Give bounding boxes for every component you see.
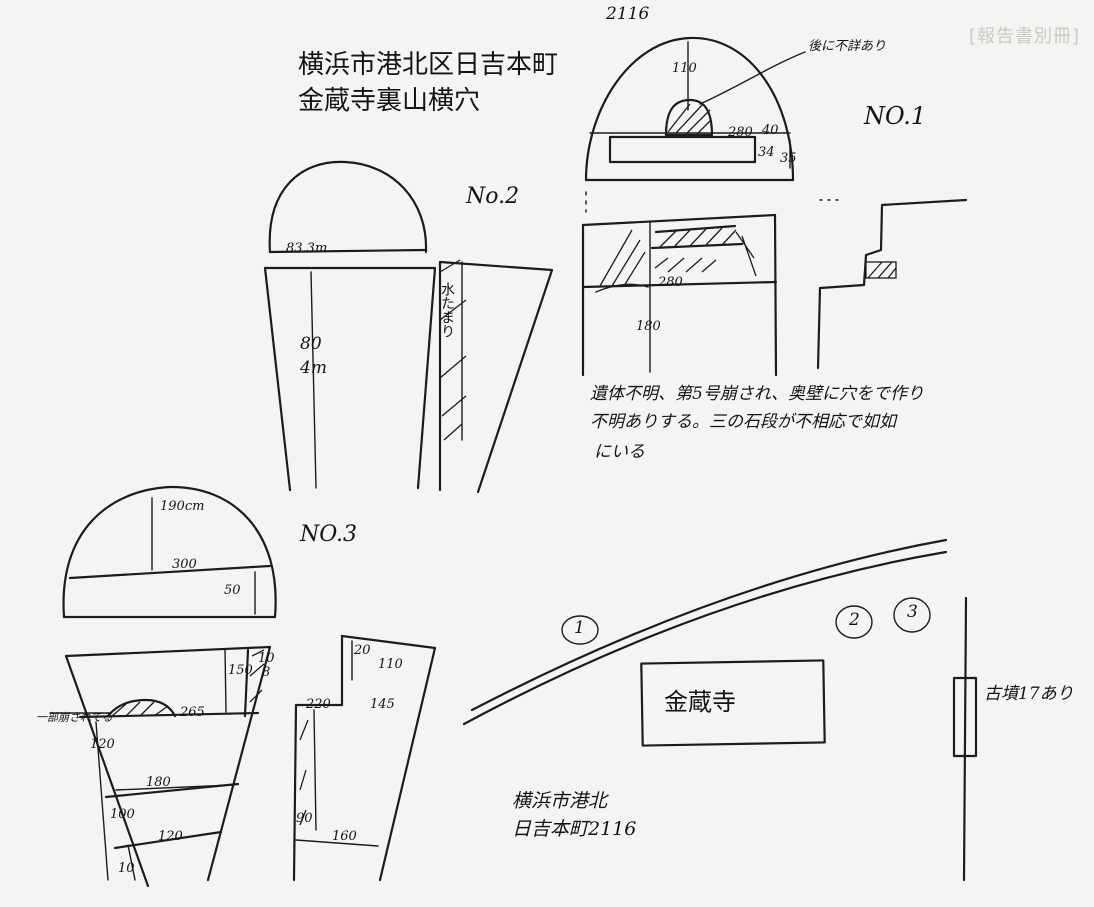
dim-100: 100 [110, 807, 135, 822]
address-line-1: 横浜市港北 [512, 790, 608, 812]
dim-120-a: 120 [90, 737, 115, 752]
dim-190: 190cm [160, 499, 205, 514]
circle-2-label: 2 [849, 610, 860, 630]
label-no3: NO.3 [300, 522, 357, 547]
dim-110: 110 [672, 61, 697, 76]
dim-90: 90 [296, 811, 313, 826]
circle-1-label: 1 [574, 618, 585, 638]
vertical-note: 水たまり [439, 282, 455, 338]
dim-145: 145 [370, 697, 395, 712]
faint-corner-text: [報告書別冊] [968, 26, 1080, 47]
dim-4m: 4m [300, 358, 327, 378]
no3-profile [292, 634, 437, 882]
address-line-2: 日吉本町2116 [512, 818, 637, 840]
title-line-2: 金蔵寺裏山横穴 [298, 86, 481, 116]
title-line-1: 横浜市港北区日吉本町 [298, 50, 559, 80]
dim-280-top: 280 [728, 125, 753, 140]
no2-dome [268, 160, 428, 254]
temple-label: 金蔵寺 [664, 688, 736, 716]
dim-180-plan: 180 [636, 319, 661, 334]
no1-dome [584, 36, 806, 182]
dim-160: 160 [332, 829, 357, 844]
dim-220: 220 [306, 697, 331, 712]
dim-10: 10 [258, 651, 275, 666]
note-body-line-3: にいる [594, 442, 645, 462]
dim-10-b: 10 [118, 861, 135, 876]
dim-180-b: 180 [146, 775, 171, 790]
right-note: 古墳17あり [984, 684, 1074, 704]
side-note: 一部崩されてる [36, 711, 113, 724]
dim-300: 300 [172, 557, 197, 572]
dim-20: 20 [354, 643, 371, 658]
dim-280-plan: 280 [658, 275, 683, 290]
no3-plan [49, 645, 272, 888]
label-no2: No.2 [466, 184, 520, 209]
dim-8: 8 [262, 665, 271, 680]
dim-50: 50 [224, 583, 241, 598]
no3-dome [62, 485, 277, 619]
no2-plan [263, 259, 554, 494]
top-number: 2116 [606, 4, 650, 24]
note-offering: 後に不詳あり [808, 39, 887, 54]
dim-83m: 83.3m [286, 241, 328, 256]
label-no1: NO.1 [864, 102, 927, 130]
site-map [462, 538, 978, 882]
dim-150: 150 [228, 663, 253, 678]
circle-3-label: 3 [907, 602, 918, 622]
dim-80: 80 [300, 334, 322, 354]
dim-35: 35 [780, 151, 797, 166]
no1-profile [816, 198, 968, 370]
dim-40: 40 [762, 123, 779, 138]
dim-265: 265 [180, 705, 205, 720]
no1-plan [581, 191, 839, 377]
dim-110-b: 110 [378, 657, 403, 672]
note-body-line-2: 不明ありする。三の石段が不相応で如如 [590, 412, 896, 432]
note-body-line-1: 遺体不明、第5号崩され、奥壁に穴をで作り [590, 384, 924, 404]
dim-34: 34 [758, 145, 775, 160]
dim-120-b: 120 [158, 829, 183, 844]
